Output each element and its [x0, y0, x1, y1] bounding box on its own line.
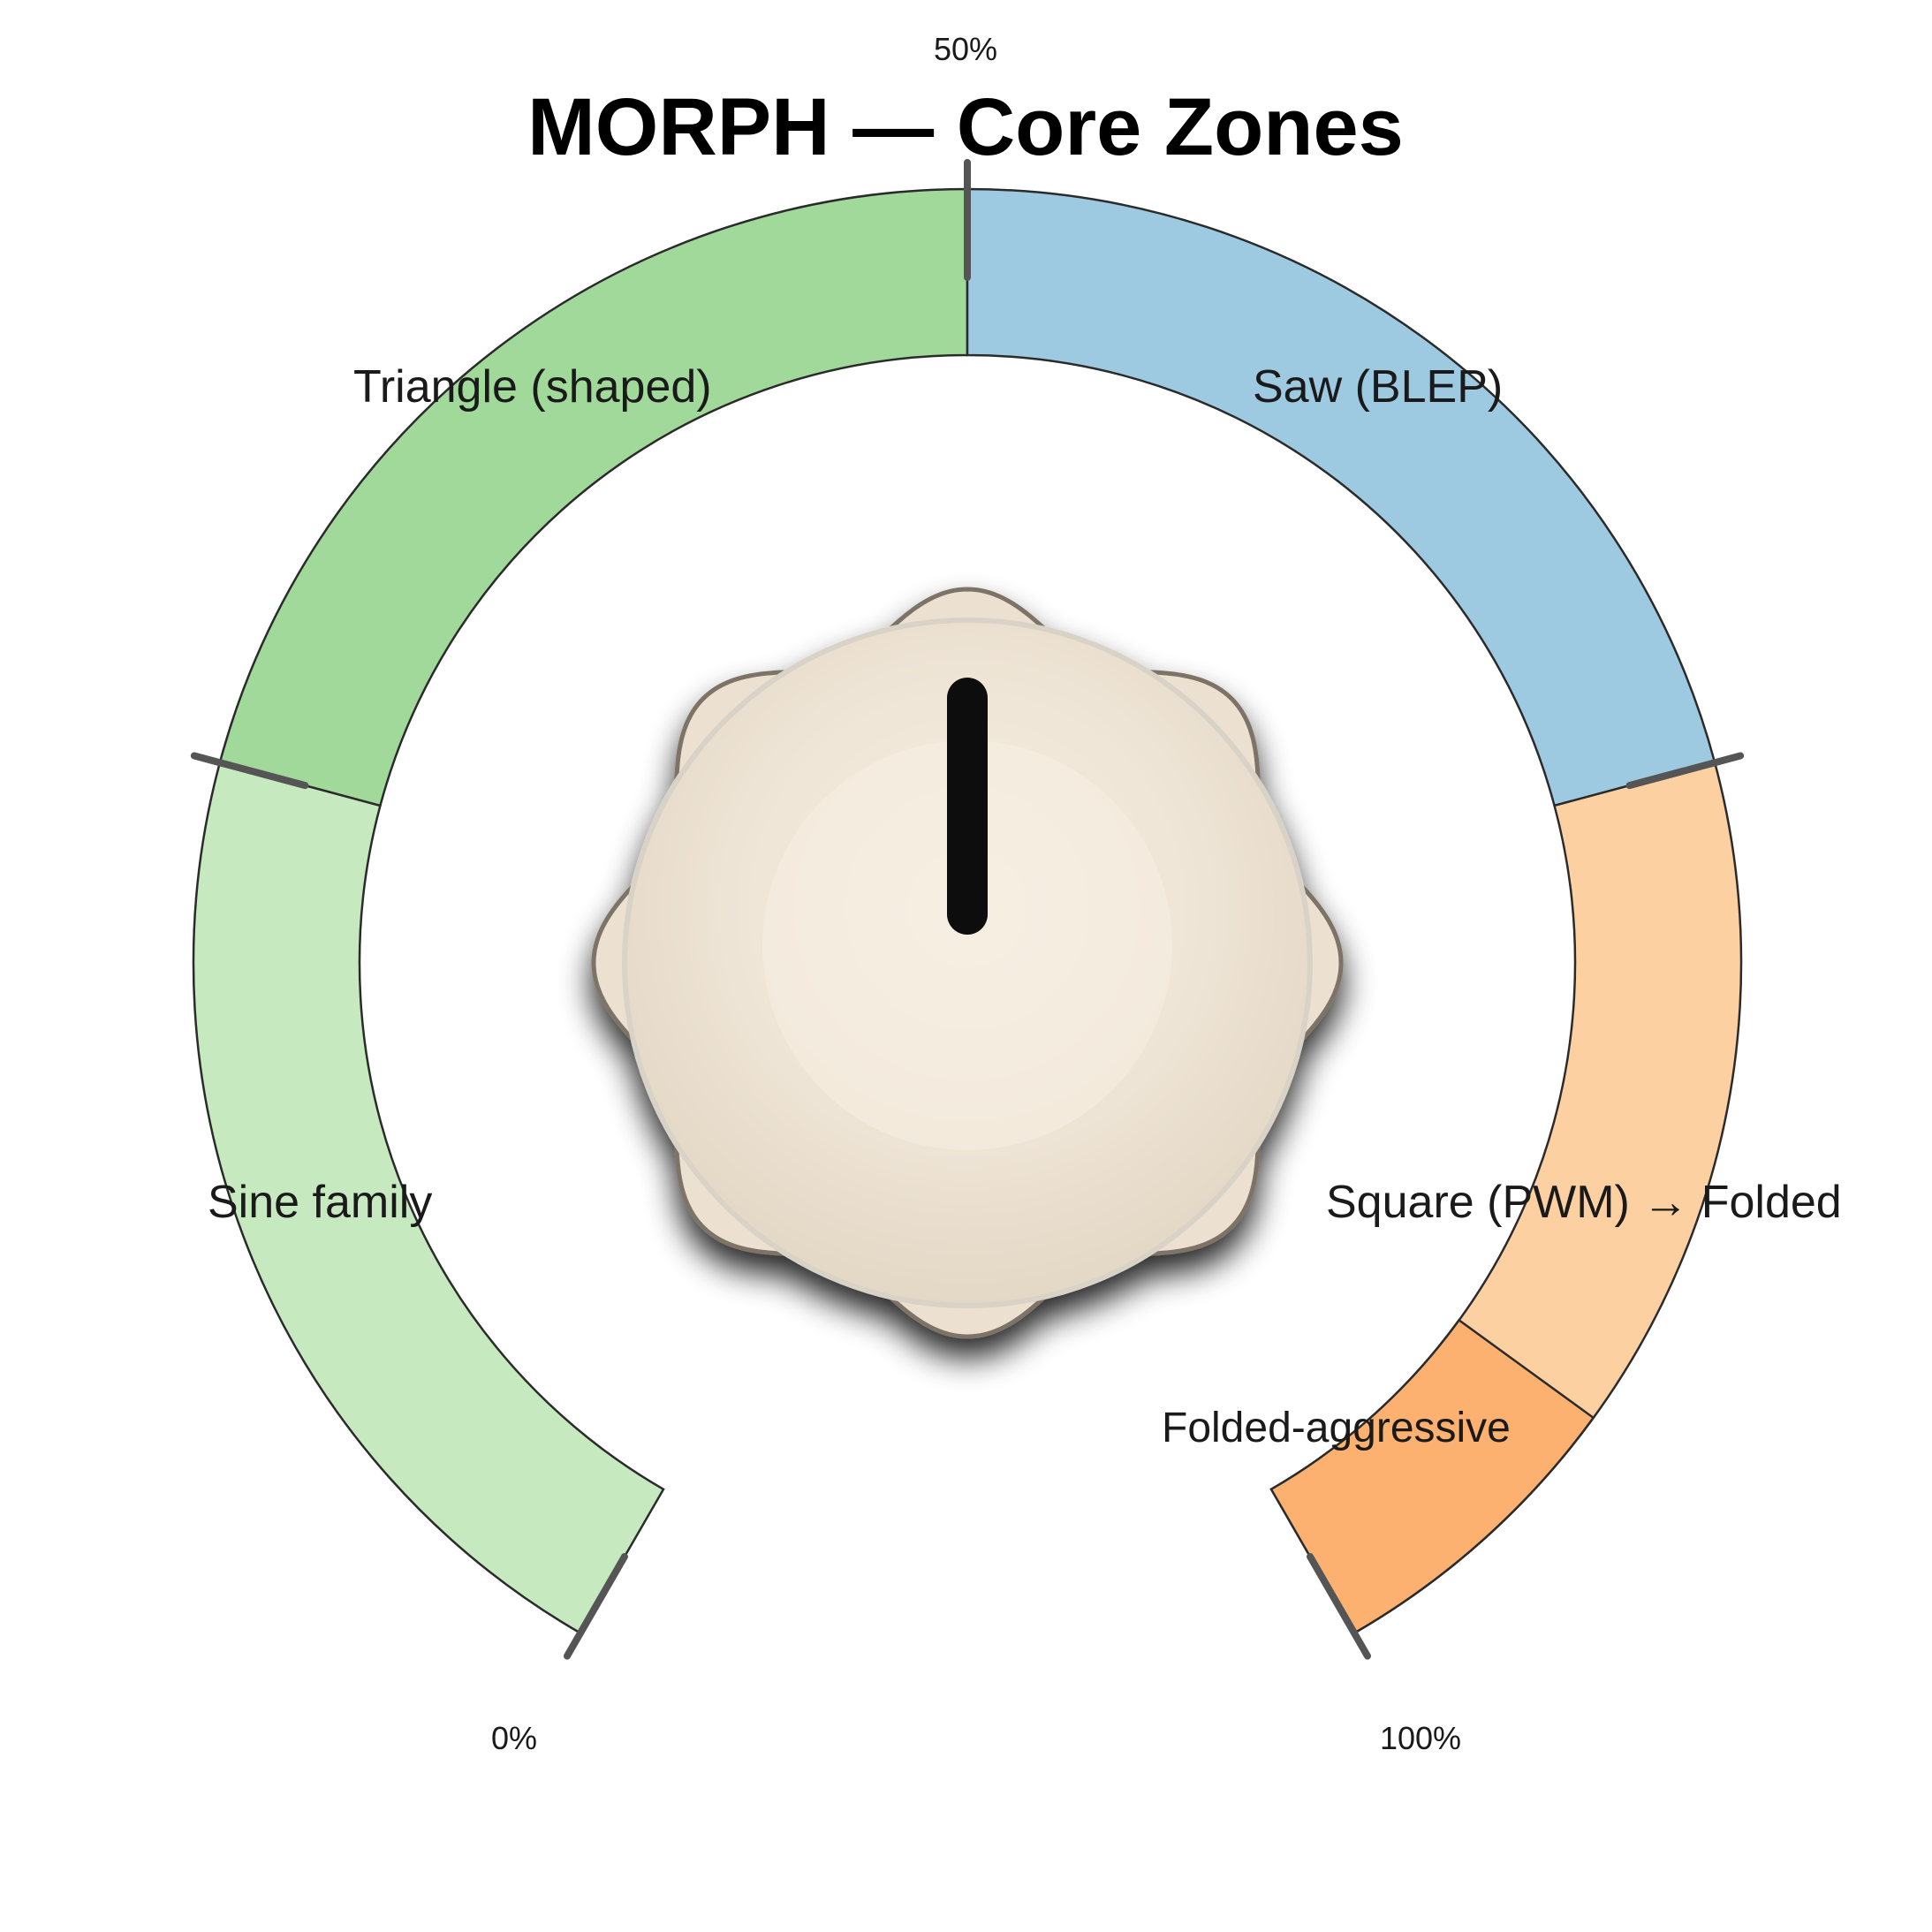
zone-segment-1 [218, 187, 969, 807]
morph-knob[interactable] [591, 587, 1344, 1339]
zone-segment-2 [966, 187, 1716, 807]
tick-mark-1 [190, 752, 309, 790]
knob-cap-highlight [762, 740, 1172, 1150]
tick-mark-4 [1307, 1553, 1371, 1660]
tick-marks [190, 159, 1745, 1660]
zone-label-1: Triangle (shaped) [353, 361, 712, 413]
zone-segment-0 [192, 761, 665, 1635]
zone-labels: Sine family Triangle (shaped) Saw (BLEP) Sq… [208, 361, 1842, 1451]
zone-segments [192, 187, 1743, 1635]
zone-label-3: Square (PWM) → Folded [1326, 1177, 1842, 1228]
percent-label-100: 100% [1380, 1720, 1461, 1756]
percent-labels: 0% 50% 100% [491, 31, 1461, 1756]
diagram-title: MORPH — Core Zones [527, 82, 1404, 172]
zone-label-2: Saw (BLEP) [1253, 361, 1503, 413]
percent-label-0: 0% [491, 1720, 537, 1756]
zone-label-4: Folded-aggressive [1162, 1405, 1511, 1451]
percent-label-50: 50% [934, 31, 997, 67]
zone-label-0: Sine family [208, 1177, 432, 1228]
tick-mark-3 [1625, 752, 1745, 790]
tick-mark-0 [564, 1553, 628, 1660]
